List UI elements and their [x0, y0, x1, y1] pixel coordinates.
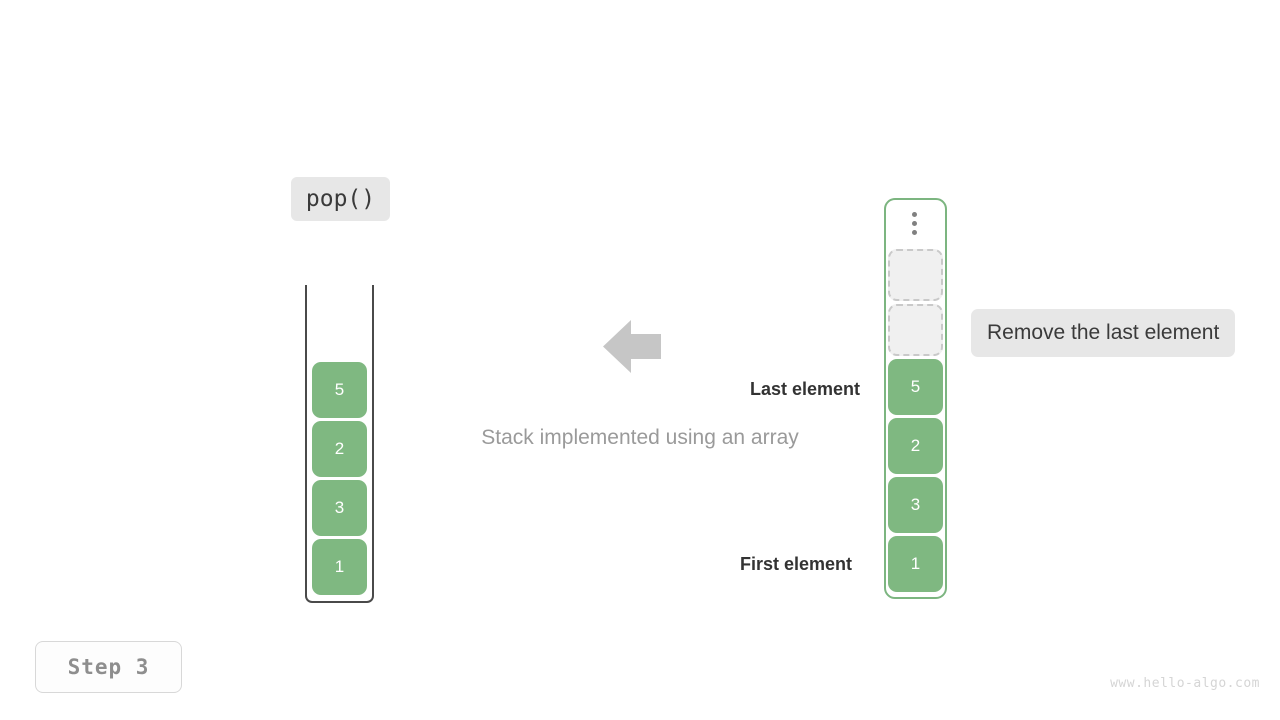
stack-empty-slot	[888, 249, 943, 301]
ellipsis-dot	[911, 212, 917, 217]
array-cell: 5	[312, 362, 367, 418]
stack-slot-list: 5 2 3 1	[888, 249, 943, 592]
ellipsis-dot	[911, 221, 917, 226]
array-cell: 3	[312, 480, 367, 536]
diagram-caption: Stack implemented using an array	[481, 426, 799, 449]
watermark: www.hello-algo.com	[1110, 676, 1260, 691]
stack-cell: 5	[888, 359, 943, 415]
ellipsis-dot	[911, 230, 917, 235]
note-remove-last-element: Remove the last element	[971, 309, 1236, 357]
stack-cell: 3	[888, 477, 943, 533]
operation-label-pop: pop()	[291, 177, 390, 221]
step-badge: Step 3	[35, 641, 182, 693]
vertical-ellipsis-icon	[910, 212, 918, 235]
stack-cell: 2	[888, 418, 943, 474]
array-cell: 2	[312, 421, 367, 477]
array-cell-list: 5 2 3 1	[312, 362, 367, 595]
arrow-left-icon	[603, 320, 661, 373]
stack-cell: 1	[888, 536, 943, 592]
label-last-element: Last element	[749, 379, 860, 399]
stack-empty-slot	[888, 304, 943, 356]
array-cell: 1	[312, 539, 367, 595]
label-first-element: First element	[739, 554, 852, 574]
array-u-outline	[305, 285, 374, 603]
